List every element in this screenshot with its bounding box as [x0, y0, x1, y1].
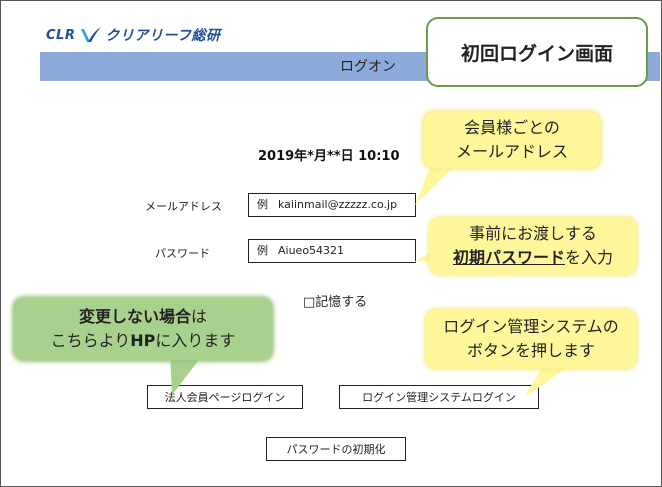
no-change-callout-tail — [170, 352, 205, 395]
email-example-prefix: 例 — [257, 198, 268, 211]
screen-title: 初回ログイン画面 — [460, 42, 613, 65]
email-callout-line1: 会員様ごとの — [464, 118, 560, 137]
email-label: メールアドレス — [145, 200, 222, 213]
email-callout-tail — [415, 162, 458, 205]
logo-name: クリアリーフ総研 — [105, 28, 221, 44]
remember-checkbox[interactable]: □記憶する — [303, 295, 368, 310]
password-input[interactable]: 例 Aiueo54321 — [248, 239, 416, 263]
current-datetime: 2019年*月**日 10:10 — [258, 149, 400, 164]
system-callout-line2: ボタンを押します — [466, 341, 595, 360]
email-callout: 会員様ごとの メールアドレス — [424, 112, 600, 168]
reset-password-button[interactable]: パスワードの初期化 — [266, 437, 406, 461]
system-callout-line1: ログイン管理システムの — [443, 317, 619, 336]
email-input[interactable]: 例 kaiinmail@zzzzz.co.jp — [248, 193, 416, 217]
screen-title-box: 初回ログイン画面 — [426, 17, 648, 87]
no-change-callout: 変更しない場合は こちらよりHPに入ります — [14, 298, 272, 360]
company-logo: CLR クリアリーフ総研 — [46, 24, 221, 46]
password-callout-line1: 事前にお渡しする — [469, 224, 597, 243]
no-change-callout-line1: 変更しない場合は — [78, 307, 208, 326]
email-example-value: kaiinmail@zzzzz.co.jp — [278, 198, 398, 211]
no-change-callout-line2: こちらよりHPに入ります — [50, 331, 236, 350]
password-example-value: Aiueo54321 — [278, 244, 345, 257]
header-title: ログオン — [340, 59, 396, 75]
leaf-logo-icon — [81, 27, 102, 42]
system-login-button[interactable]: ログイン管理システムログイン — [339, 385, 539, 409]
password-callout-line2: 初期パスワードを入力 — [452, 248, 614, 267]
logo-prefix: CLR — [46, 27, 76, 43]
email-callout-line2: メールアドレス — [455, 142, 568, 161]
password-label: パスワード — [155, 247, 210, 260]
password-example-prefix: 例 — [257, 244, 268, 257]
system-callout: ログイン管理システムの ボタンを押します — [426, 310, 636, 368]
password-callout: 事前にお渡しする 初期パスワードを入力 — [430, 218, 636, 274]
